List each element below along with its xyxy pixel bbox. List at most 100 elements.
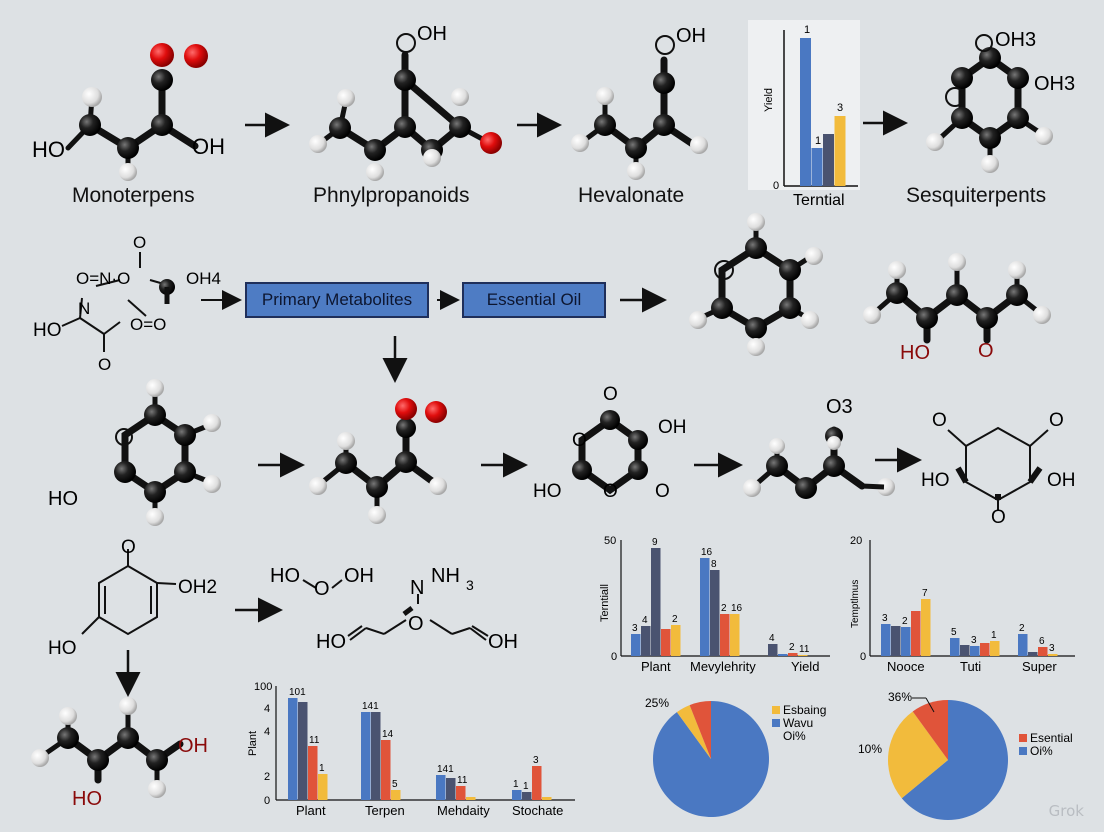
molecule-ring-row3-left: [121, 387, 213, 518]
pie-slice: [676, 705, 711, 759]
bar: [436, 775, 446, 800]
bar: [318, 774, 328, 800]
bar-value-label: 16: [701, 547, 713, 558]
bar: [911, 611, 921, 656]
bar: [1038, 647, 1048, 656]
tick-label-y: 4: [264, 703, 270, 715]
atom-carbon: [174, 424, 196, 446]
atom-carbon: [628, 460, 648, 480]
atom-carbon: [394, 69, 416, 91]
box-primary-metabolites: Primary Metabolites: [245, 282, 429, 318]
atom-hydrogen: [1008, 261, 1026, 279]
atom-hydrogen: [981, 155, 999, 173]
atom-label: O: [991, 507, 1006, 528]
bar: [466, 797, 476, 800]
atom-carbon: [1007, 107, 1029, 129]
tick-label-x: Yield: [791, 659, 819, 674]
atom-label: HO: [33, 320, 62, 341]
atom-oxygen: [150, 43, 174, 67]
atom-label: O: [572, 430, 587, 451]
bar: [970, 646, 980, 656]
legend-swatch: [772, 706, 780, 714]
axis-label-x: Terntial: [793, 192, 845, 209]
atom-carbon: [979, 127, 1001, 149]
bar-value-label: 5: [392, 779, 398, 790]
atom-label: 3: [466, 577, 474, 593]
bar: [800, 38, 811, 186]
bar: [631, 634, 641, 656]
atom-hydrogen: [801, 311, 819, 329]
tick-label-x: Stochate: [512, 803, 563, 818]
bar-value-label: 3: [632, 623, 638, 634]
bar-value-label: 101: [289, 687, 306, 698]
atom-label: OH: [488, 631, 518, 653]
chart1-bars: 113: [800, 24, 846, 186]
bar-value-label: 14: [382, 729, 394, 740]
atom-carbon: [335, 452, 357, 474]
bar: [671, 625, 681, 656]
legend-swatch: [1019, 734, 1027, 742]
chart-yield-small: Yield 0 113 Terntial: [748, 20, 860, 209]
bar: [542, 797, 552, 800]
atom-carbon: [394, 116, 416, 138]
atom-hydrogen: [596, 87, 614, 105]
atom-label: N: [78, 299, 90, 318]
bar: [522, 792, 532, 800]
atom-carbon: [886, 282, 908, 304]
bar-value-label: 1: [523, 781, 529, 792]
atom-hydrogen: [1033, 306, 1051, 324]
atom-hydrogen: [747, 338, 765, 356]
axis-label-y: Plant: [247, 731, 259, 756]
bar: [308, 746, 318, 800]
atom-label: O: [603, 384, 618, 405]
atom-carbon: [745, 317, 767, 339]
atom-label: HO: [921, 470, 950, 491]
bar: [641, 626, 651, 656]
pie-annotation: 25%: [645, 696, 669, 710]
atom-carbon: [779, 259, 801, 281]
bar: [456, 786, 466, 800]
bar-value-label: 11: [309, 735, 320, 746]
atom-hydrogen: [119, 697, 137, 715]
atom-label: OH: [658, 417, 687, 438]
atom-hydrogen: [146, 379, 164, 397]
atom-carbon: [329, 117, 351, 139]
bar-value-label: 4: [769, 633, 775, 644]
atom-oxygen: [945, 87, 965, 107]
atom-oxygen: [395, 398, 417, 420]
atom-carbon: [57, 727, 79, 749]
atom-label: O=O: [130, 315, 166, 334]
watermark-grok: Grok: [1048, 802, 1084, 820]
atom-label: O: [133, 233, 146, 252]
atom-label: OH: [344, 565, 374, 587]
pie-slice: [888, 711, 948, 799]
tick-label-y: 0: [264, 795, 270, 807]
pie-slice: [901, 700, 1008, 820]
atom-hydrogen: [203, 414, 221, 432]
atom-carbon: [916, 307, 938, 329]
pie2-slices: [888, 700, 1008, 820]
atom-oxygen: [396, 33, 416, 53]
atom-oxygen: [425, 401, 447, 423]
atom-label: OH: [178, 735, 208, 757]
atom-hydrogen: [366, 163, 384, 181]
bar-value-label: 1: [319, 763, 325, 774]
atom-hydrogen: [451, 88, 469, 106]
bar: [881, 624, 891, 656]
bar: [391, 790, 401, 800]
atom-carbon: [779, 297, 801, 319]
bar-value-label: 3: [882, 613, 888, 624]
atom-label: O3: [826, 396, 853, 418]
atom-carbon: [745, 237, 767, 259]
atom-hydrogen: [309, 135, 327, 153]
legend-swatch: [772, 719, 780, 727]
atom-carbon: [396, 418, 416, 438]
atom-hydrogen: [59, 707, 77, 725]
caption-hevalonate: Hevalonate: [578, 184, 685, 207]
bar-value-label: 11: [457, 775, 468, 786]
bar: [1018, 634, 1028, 656]
atom-label: HO: [533, 481, 562, 502]
bar: [901, 627, 911, 656]
bar-value-label: 2: [721, 603, 727, 614]
